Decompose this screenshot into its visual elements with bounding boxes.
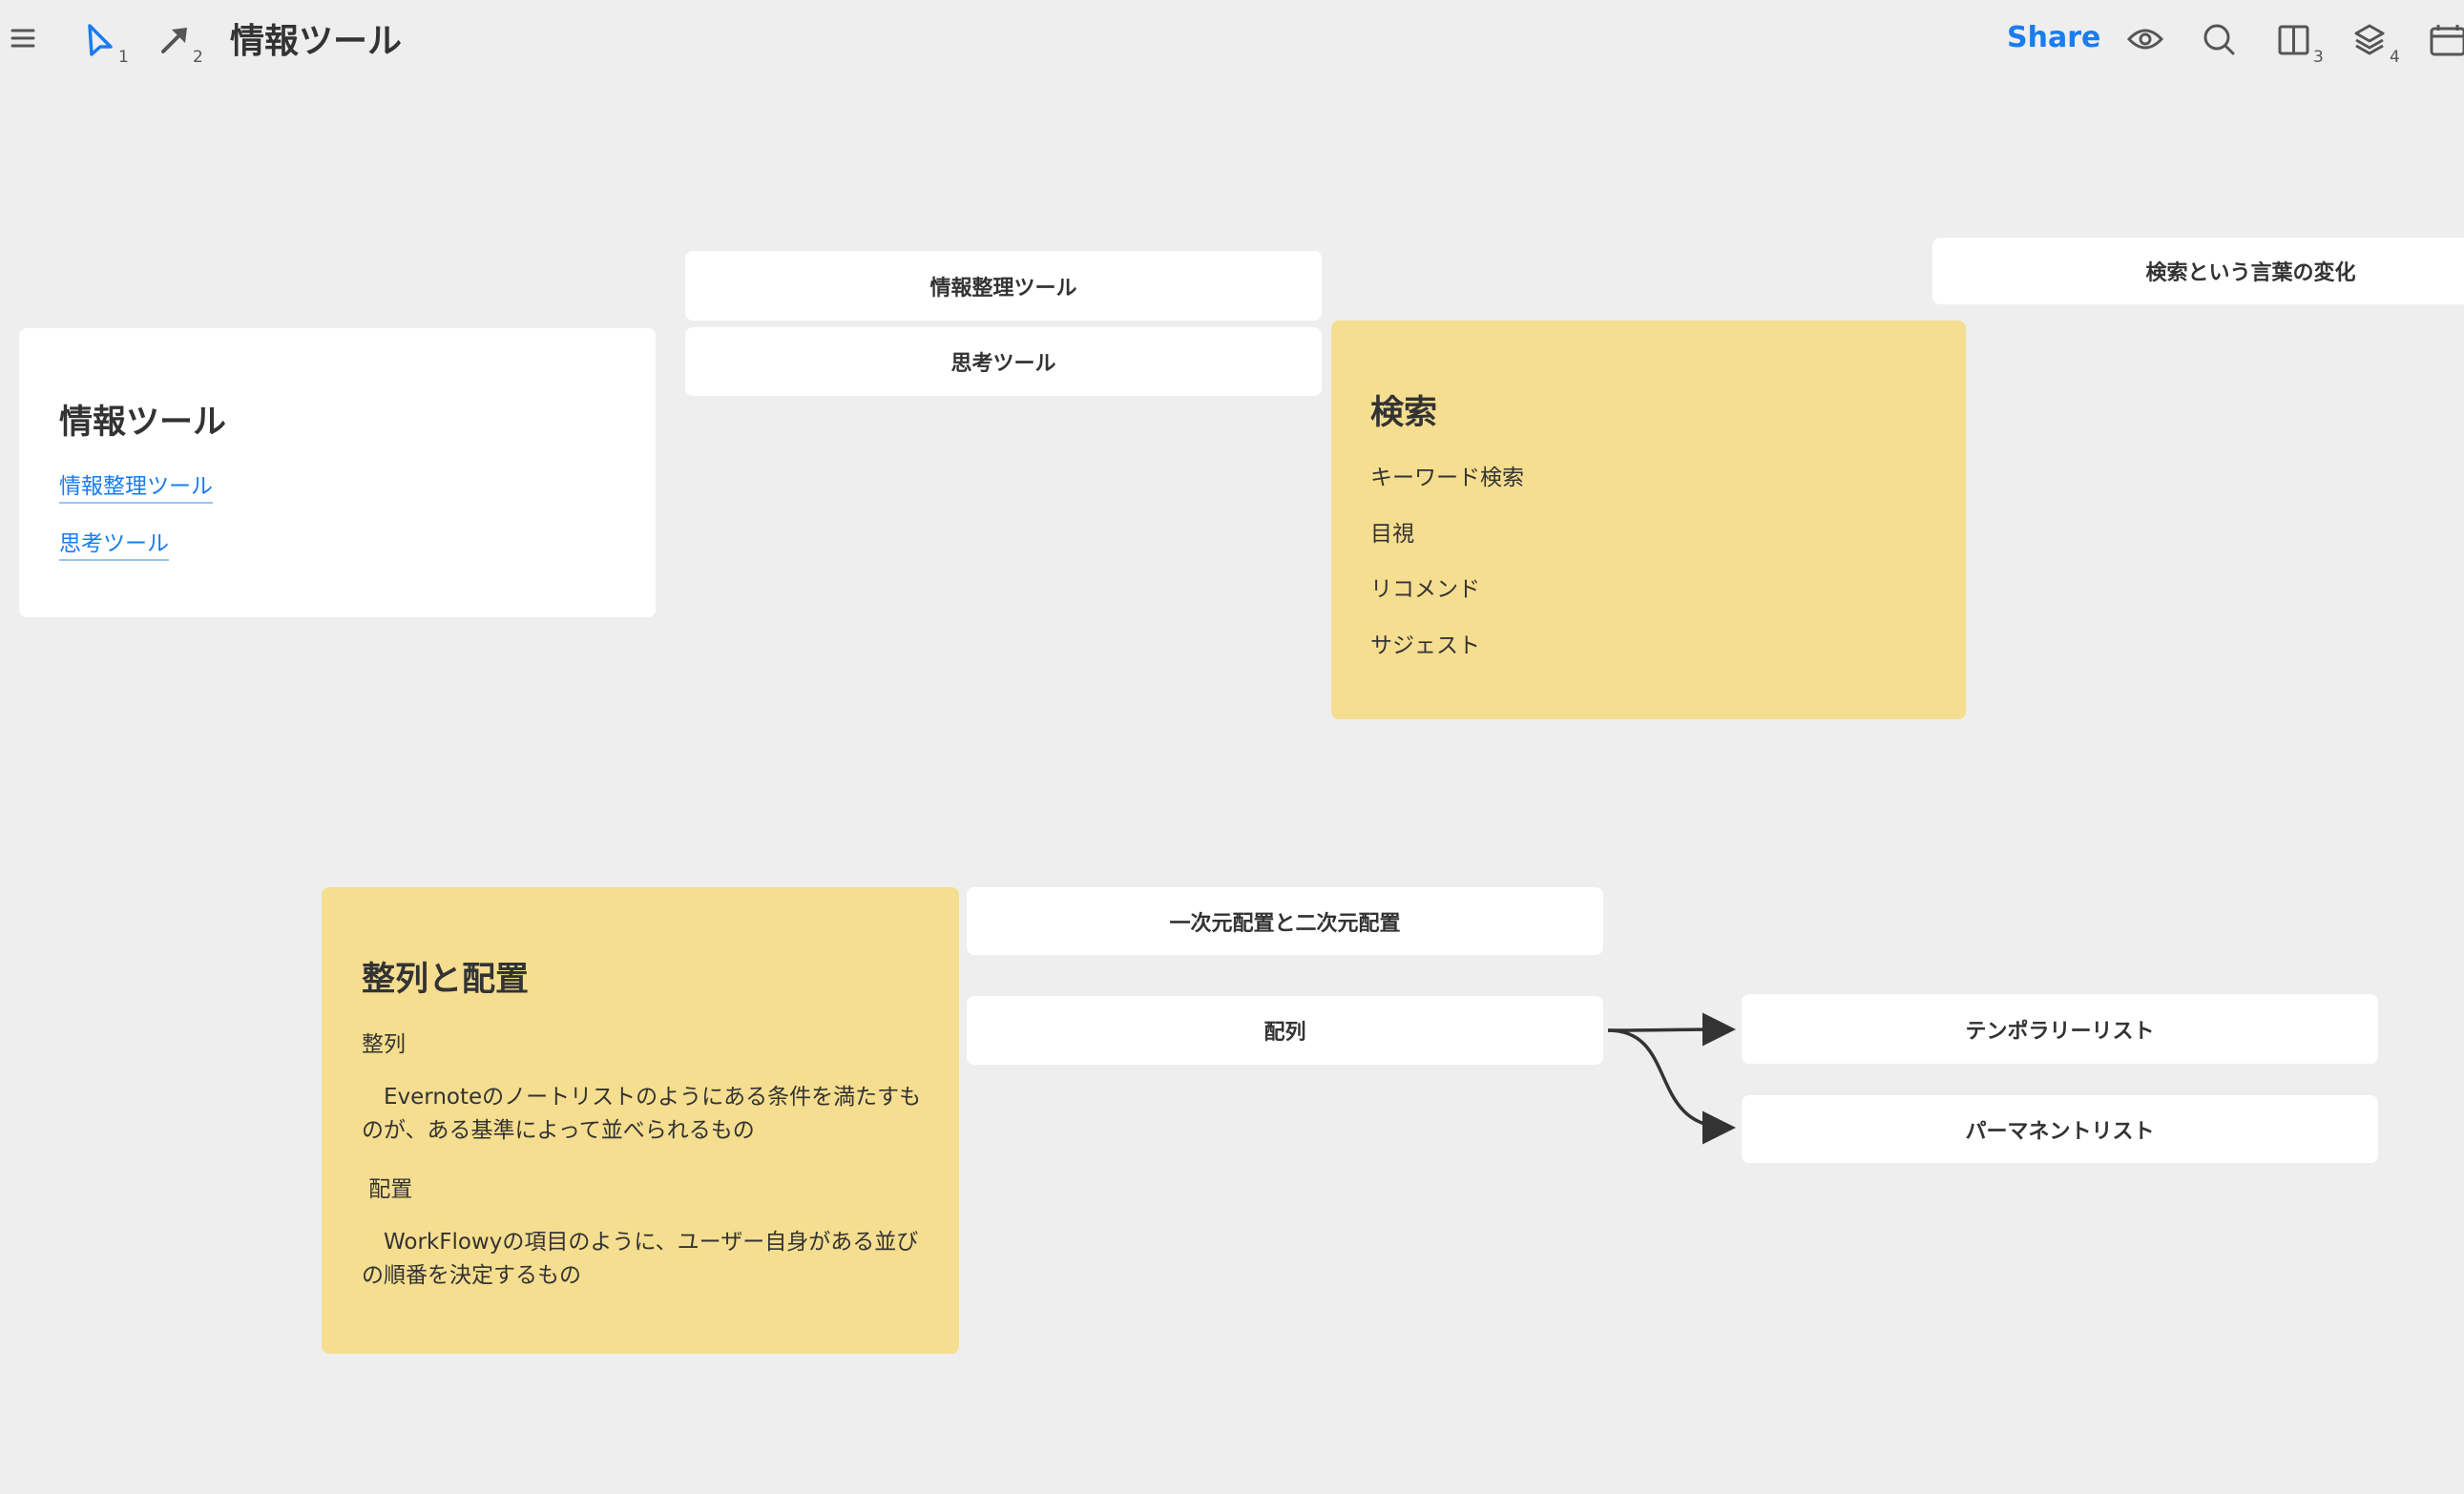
card-title: 情報ツール: [59, 404, 227, 442]
node-temporary[interactable]: テンポラリーリスト: [1742, 994, 2378, 1064]
share-button[interactable]: Share: [2007, 21, 2101, 54]
card-title: 検索: [1370, 394, 1438, 432]
node-permanent[interactable]: パーマネントリスト: [1742, 1095, 2378, 1163]
calendar-icon[interactable]: [2429, 23, 2464, 57]
select-cursor-icon[interactable]: [84, 23, 116, 57]
arrow-tool-icon[interactable]: [158, 25, 191, 55]
main-card[interactable]: 情報ツール 情報整理ツール 思考ツール: [19, 328, 656, 617]
search-icon[interactable]: [2203, 23, 2237, 57]
node-info-org[interactable]: 情報整理ツール: [685, 251, 1322, 321]
menu-icon[interactable]: [10, 27, 36, 50]
list-item: サジェスト: [1370, 633, 1480, 658]
card-title: 整列と配置: [362, 961, 530, 999]
select-tool-shortcut: 1: [118, 48, 129, 67]
node-thinking[interactable]: 思考ツール: [685, 327, 1322, 396]
eye-icon[interactable]: [2126, 25, 2164, 53]
link-info-org[interactable]: 情報整理ツール: [59, 467, 213, 504]
node-array[interactable]: 配列: [967, 996, 1603, 1065]
search-card[interactable]: 検索 キーワード検索 目視 リコメンド サジェスト: [1331, 321, 1966, 719]
board-title[interactable]: 情報ツール: [230, 22, 403, 61]
columns-icon[interactable]: [2278, 24, 2310, 56]
paragraph: Evernoteのノートリストのようにある条件を満たすものが、ある基準によって並…: [362, 1085, 922, 1143]
paragraph: WorkFlowyの項目のように、ユーザー自身がある並びの順番を決定するもの: [362, 1230, 919, 1288]
layers-icon[interactable]: [2352, 23, 2387, 57]
list-item: リコメンド: [1370, 577, 1480, 602]
node-search-change[interactable]: 検索という言葉の変化: [1932, 238, 2464, 304]
paragraph: 配置: [362, 1177, 413, 1202]
arrow-to-permanent: [1607, 1028, 1736, 1145]
list-item: 目視: [1370, 522, 1414, 547]
columns-shortcut: 3: [2313, 48, 2324, 67]
arrow-to-temporary: [1607, 1012, 1736, 1047]
layers-shortcut: 4: [2390, 48, 2400, 67]
paragraph: 整列: [362, 1032, 406, 1057]
sort-card[interactable]: 整列と配置 整列 Evernoteのノートリストのようにある条件を満たすものが、…: [322, 887, 959, 1354]
arrow-tool-shortcut: 2: [193, 48, 203, 67]
link-thinking[interactable]: 思考ツール: [59, 525, 169, 561]
list-item: キーワード検索: [1370, 466, 1524, 490]
node-dimension[interactable]: 一次元配置と二次元配置: [967, 887, 1603, 955]
